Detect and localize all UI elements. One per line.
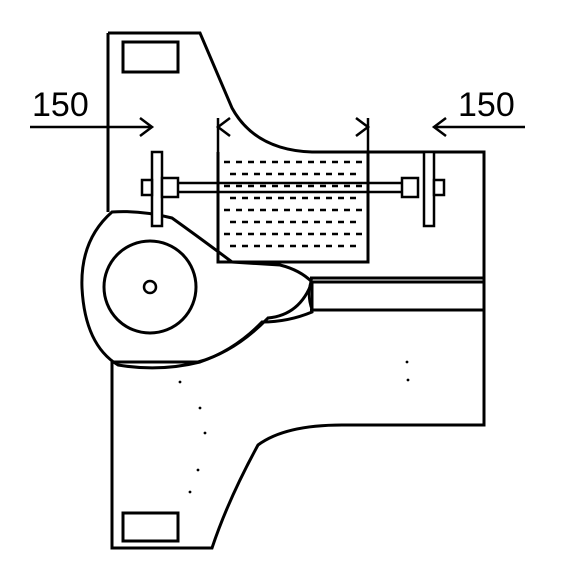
right-nut-outer — [432, 178, 446, 197]
right-nut-inner — [400, 176, 420, 199]
left-plate — [150, 150, 164, 228]
bore-circle — [102, 239, 198, 335]
hub-arm-end — [307, 277, 314, 311]
bottom-pad — [121, 511, 180, 543]
through-bolt — [140, 150, 446, 228]
hub-arm — [310, 276, 484, 312]
left-nut-inner — [160, 176, 180, 199]
hub-boss — [80, 210, 314, 370]
bore-center-hole — [142, 279, 158, 295]
dimension-left-label: 150 — [32, 86, 89, 124]
main-body-outline — [108, 31, 486, 550]
dimension-right: 150 — [355, 86, 525, 155]
dimension-right-label: 150 — [458, 86, 515, 124]
right-plate — [422, 150, 436, 228]
top-pad — [121, 40, 180, 74]
hatched-region — [216, 152, 370, 264]
left-nut-outer — [140, 178, 154, 197]
scan-specks — [178, 360, 410, 494]
dimension-left: 150 — [30, 86, 231, 155]
